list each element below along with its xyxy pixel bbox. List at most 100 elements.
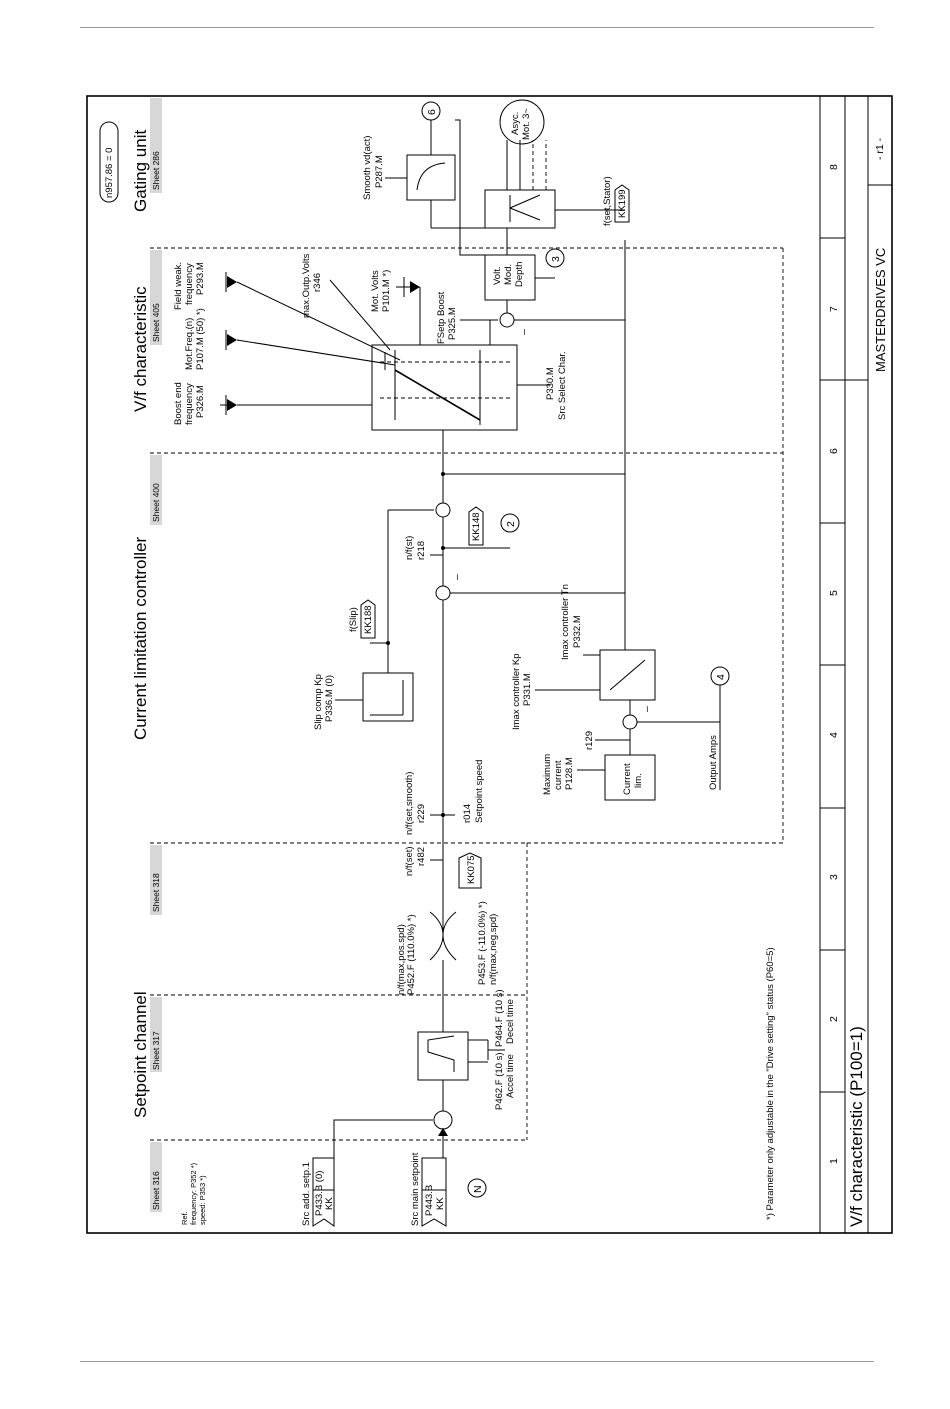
svg-text:r229: r229 (416, 804, 427, 823)
svg-text:P332.M: P332.M (572, 615, 583, 648)
svg-text:r129: r129 (584, 731, 595, 750)
svg-text:Decel time: Decel time (505, 999, 516, 1044)
svg-text:P462.F (10 s): P462.F (10 s) (494, 1052, 505, 1110)
svg-text:n/f(st): n/f(st) (404, 536, 415, 560)
svg-text:–: – (641, 706, 653, 712)
svg-text:N: N (472, 1185, 484, 1193)
sheet-317: Sheet 317 (151, 1031, 161, 1070)
sheet-286: Sheet 286 (151, 151, 161, 190)
svg-text:n/f(set): n/f(set) (404, 846, 415, 876)
svg-text:2: 2 (505, 521, 517, 527)
svg-text:P464.F (10 s): P464.F (10 s) (494, 989, 505, 1047)
svg-text:Src add. setp.1: Src add. setp.1 (301, 1162, 312, 1226)
svg-text:KK: KK (324, 1197, 335, 1210)
col-1: 1 (828, 1158, 840, 1164)
svg-text:P433.B (0): P433.B (0) (314, 1171, 325, 1216)
svg-text:Output Amps: Output Amps (708, 735, 719, 790)
svg-text:FSetp Boost: FSetp Boost (436, 291, 447, 344)
col-6: 6 (828, 448, 840, 454)
product-text: MASTERDRIVES VC (873, 248, 888, 372)
svg-text:Depth: Depth (514, 262, 525, 287)
svg-text:P443.B: P443.B (424, 1185, 435, 1216)
svg-text:f(Slip): f(Slip) (348, 607, 359, 632)
svg-text:Src main setpoint: Src main setpoint (410, 1152, 421, 1226)
top-rule (80, 27, 874, 28)
svg-text:current: current (553, 760, 564, 790)
svg-text:P330.M: P330.M (545, 367, 556, 400)
svg-text:r482: r482 (416, 847, 427, 866)
col-8: 8 (828, 164, 840, 170)
svg-text:P331.M: P331.M (522, 673, 533, 706)
svg-text:–: – (451, 574, 463, 580)
col-4: 4 (828, 732, 840, 738)
svg-text:r014: r014 (462, 804, 473, 823)
svg-text:KK075: KK075 (466, 855, 477, 884)
svg-text:–: – (518, 329, 530, 335)
svg-text:n/f(max,pos.spd): n/f(max,pos.spd) (396, 924, 407, 995)
svg-text:Smooth vd(act): Smooth vd(act) (362, 136, 373, 200)
svg-text:frequency: frequency (184, 263, 195, 305)
svg-text:Slip comp Kp: Slip comp Kp (313, 674, 324, 730)
svg-text:P128.M: P128.M (564, 757, 575, 790)
svg-text:Maximum: Maximum (542, 754, 553, 795)
section-gating: Gating unit (131, 130, 150, 212)
svg-text:Mot.Freq.(n): Mot.Freq.(n) (184, 318, 195, 370)
section-vf: V/f characteristic (131, 286, 150, 412)
frame (86, 95, 893, 1234)
svg-text:Src Select Char.: Src Select Char. (557, 351, 568, 420)
svg-text:frequency: P352 *): frequency: P352 *) (189, 1162, 198, 1225)
svg-text:Mod.: Mod. (503, 264, 514, 285)
svg-text:KK199: KK199 (617, 189, 628, 218)
svg-text:P101.M *): P101.M *) (381, 270, 392, 312)
svg-text:frequency: frequency (184, 383, 195, 425)
svg-text:4: 4 (715, 674, 727, 680)
svg-text:*) Parameter only adjustable i: *) Parameter only adjustable in the "Dri… (765, 947, 776, 1220)
svg-text:Setpoint speed: Setpoint speed (474, 760, 485, 823)
svg-text:KK188: KK188 (363, 605, 374, 634)
sheet-405: Sheet 405 (151, 303, 161, 342)
svg-text:KK: KK (435, 1197, 446, 1210)
svg-text:lim.: lim. (633, 773, 644, 788)
svg-text:P287.M: P287.M (374, 155, 385, 188)
svg-text:Imax controller Tn: Imax controller Tn (560, 584, 571, 660)
svg-text:Imax controller Kp: Imax controller Kp (511, 653, 522, 730)
svg-text:Volt.: Volt. (492, 267, 503, 286)
svg-text:n/f(max,neg.spd): n/f(max,neg.spd) (488, 914, 499, 985)
svg-text:P293.M: P293.M (195, 262, 206, 295)
title-text: V/f characteristic (P100=1) (847, 1026, 866, 1227)
section-current: Current limitation controller (131, 537, 150, 740)
sheet-400: Sheet 400 (151, 483, 161, 522)
col-2: 2 (828, 1016, 840, 1022)
svg-text:n957.86 = 0: n957.86 = 0 (104, 148, 115, 198)
svg-text:Boost end: Boost end (173, 382, 184, 425)
svg-text:Current: Current (622, 763, 633, 795)
col-3: 3 (828, 874, 840, 880)
svg-text:P107.M (50) *): P107.M (50) *) (195, 308, 206, 370)
svg-text:KK148: KK148 (471, 512, 482, 541)
svg-text:Accel time: Accel time (505, 1054, 516, 1098)
svg-text:P336.M (0): P336.M (0) (324, 675, 335, 722)
svg-text:n/f(set,smooth): n/f(set,smooth) (404, 772, 415, 835)
section-setpoint: Setpoint channel (131, 991, 150, 1118)
svg-text:P325.M: P325.M (447, 307, 458, 340)
sheet-316: Sheet 316 (151, 1171, 161, 1210)
sheet-318: Sheet 318 (151, 873, 161, 912)
svg-text:P326.M: P326.M (195, 385, 206, 418)
svg-text:Asyc.: Asyc. (510, 112, 521, 135)
svg-text:Ref.: Ref. (180, 1211, 189, 1225)
svg-text:r346: r346 (312, 273, 323, 292)
svg-text:speed: P353 *): speed: P353 *) (198, 1175, 207, 1225)
svg-text:Mot. 3~: Mot. 3~ (521, 108, 532, 140)
revision-text: - r1 - (874, 137, 886, 160)
col-5: 5 (828, 590, 840, 596)
svg-text:r218: r218 (416, 541, 427, 560)
column-numbers: 1 2 3 4 5 6 7 8 (828, 164, 840, 1164)
svg-text:max.Outp.Volts: max.Outp.Volts (301, 253, 312, 318)
col-7: 7 (828, 306, 840, 312)
svg-text:P453.F (-110.0%) *): P453.F (-110.0%) *) (477, 901, 488, 985)
svg-text:P452.F (110.0%) *): P452.F (110.0%) *) (406, 914, 417, 995)
bottom-rule (80, 1361, 874, 1362)
svg-text:Field weak.: Field weak. (173, 262, 184, 310)
svg-text:Mot. Volts: Mot. Volts (370, 270, 381, 312)
